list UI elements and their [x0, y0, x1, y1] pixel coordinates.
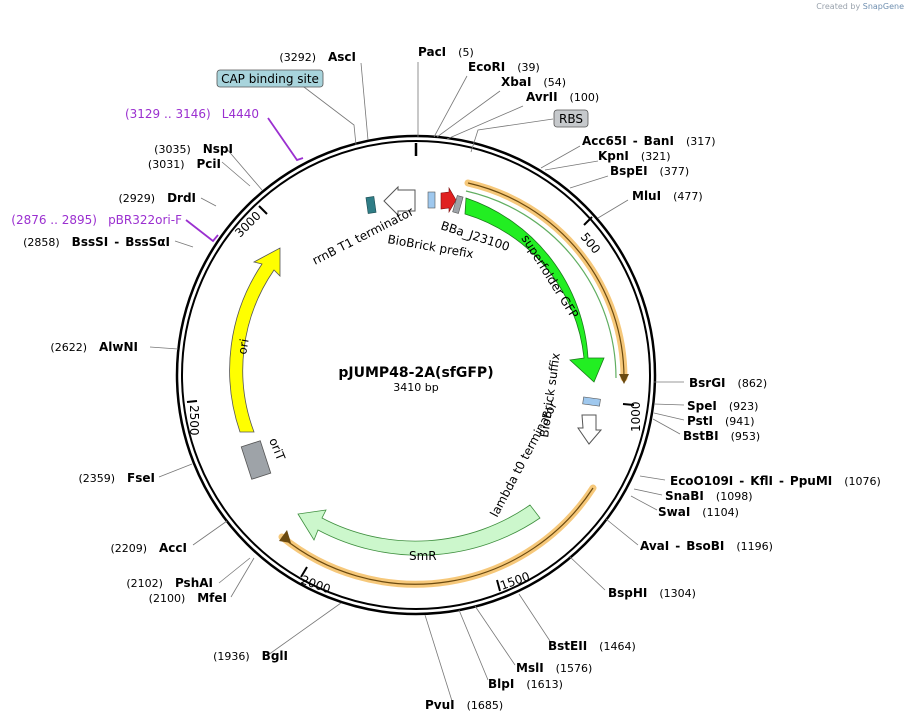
enzyme-pcii: (3031)PciI — [148, 157, 221, 171]
gfp-orf-inner-line — [465, 190, 617, 379]
enzyme-bsrgi: BsrGI(862) — [689, 376, 767, 390]
smr-arrow — [297, 504, 541, 556]
superfolder-gfp-arrow — [464, 197, 605, 383]
snapgene-credit: Created by SnapGene — [816, 2, 904, 11]
enzyme-xbai: XbaI(54) — [501, 75, 566, 89]
backbone-outer-strand — [175, 134, 657, 616]
enzyme-blpi: BlpI(1613) — [488, 677, 563, 691]
enzyme-pvui: PvuI(1685) — [425, 698, 503, 712]
backbone-inner-strand — [181, 140, 651, 610]
enzyme-ecoo109i-kfli-ppumi: EcoO109I-KflI-PpuMI(1076) — [670, 474, 881, 488]
primer-l4440-range: (3129 .. 3146) — [125, 107, 211, 121]
orit-block — [240, 440, 272, 480]
enzyme-pshai: (2102)PshAI — [126, 576, 213, 590]
enzyme-acc65i-bani: Acc65I-BanI(317) — [582, 134, 716, 148]
credit-prefix: Created by — [816, 2, 861, 11]
rrnb-terminator-arrow — [383, 185, 416, 217]
plasmid-name: pJUMP48-2A(sfGFP) — [338, 365, 493, 381]
connector-lines — [149, 62, 685, 702]
plasmid-size: 3410 bp — [393, 381, 438, 394]
enzyme-paci: PacI(5) — [418, 45, 474, 59]
credit-brand: SnapGene — [862, 2, 904, 11]
lambda-t0-terminator-arrow — [577, 414, 603, 445]
enzyme-swai: SwaI(1104) — [658, 505, 739, 519]
enzyme-snabi: SnaBI(1098) — [665, 489, 752, 503]
gfp-orf-line — [467, 182, 625, 379]
enzyme-alwni: (2622)AlwNI — [50, 340, 138, 354]
tick-label-3000: 3000 — [232, 209, 263, 240]
gfp-orf-arrowhead — [619, 374, 629, 384]
cap-binding-site-label: CAP binding site — [221, 72, 319, 86]
rbs-block — [452, 195, 464, 214]
enzyme-bsphi: BspHI(1304) — [608, 586, 696, 600]
tick-label-1000: 1000 — [629, 401, 643, 432]
primer-l4440 — [267, 117, 304, 162]
tick-label-1500: 1500 — [498, 569, 531, 593]
enzyme-spei: SpeI(923) — [687, 399, 758, 413]
ori-arrow — [229, 247, 281, 433]
biobrick-prefix-block — [427, 191, 436, 209]
enzyme-avai-bsobi: AvaI-BsoBI(1196) — [640, 539, 773, 553]
enzyme-bspei: BspEI(377) — [610, 164, 689, 178]
enzyme-psti: PstI(941) — [687, 414, 755, 428]
cap-binding-site-box — [216, 69, 324, 88]
rrnb-terminator-block — [365, 196, 377, 214]
biobrick-suffix-block — [582, 396, 601, 407]
primer-l4440-text: (3129 .. 3146) L4440 — [125, 103, 259, 122]
enzyme-avrii: AvrII(100) — [526, 90, 599, 104]
lambda-t0-terminator-label: lambda t0 terminator — [487, 399, 560, 519]
rbs-label: RBS — [559, 112, 583, 126]
enzyme-asci: (3292)AscI — [279, 50, 356, 64]
tick-marks — [186, 205, 635, 592]
smr-orf-arrowhead — [279, 530, 291, 543]
primer-l4440-name: L4440 — [222, 107, 259, 121]
enzyme-mlui: MluI(477) — [632, 189, 703, 203]
orit-label: oriT — [266, 436, 288, 463]
smr-label: SmR — [409, 549, 437, 563]
tick-label-2500: 2500 — [187, 405, 201, 436]
ori-label: ori — [235, 338, 251, 356]
smr-orf-line — [281, 487, 594, 585]
enzyme-msli: MslI(1576) — [516, 661, 592, 675]
primer-pbr322ori-f — [185, 219, 219, 243]
enzyme-ecori: EcoRI(39) — [468, 60, 540, 74]
primer-pbr322-name: pBR322ori-F — [108, 213, 182, 227]
enzyme-bgli: (1936)BglI — [213, 649, 288, 663]
enzyme-fsei: (2359)FseI — [78, 471, 155, 485]
enzyme-kpni: KpnI(321) — [598, 149, 671, 163]
enzyme-bsssi-bsssai: (2858)BssSI-BssSαI — [23, 235, 170, 249]
enzyme-mfei: (2100)MfeI — [149, 591, 227, 605]
primer-pbr322-text: (2876 .. 2895) pBR322ori-F — [11, 209, 182, 228]
enzyme-drdi: (2929)DrdI — [118, 191, 196, 205]
enzyme-bsteii: BstEII(1464) — [548, 639, 636, 653]
primer-pbr322-range: (2876 .. 2895) — [11, 213, 97, 227]
bba-j23100-promoter — [440, 186, 457, 214]
enzyme-bstbi: BstBI(953) — [683, 429, 760, 443]
enzyme-acci: (2209)AccI — [110, 541, 187, 555]
rbs-box — [553, 109, 589, 128]
enzyme-nspi: (3035)NspI — [154, 142, 233, 156]
